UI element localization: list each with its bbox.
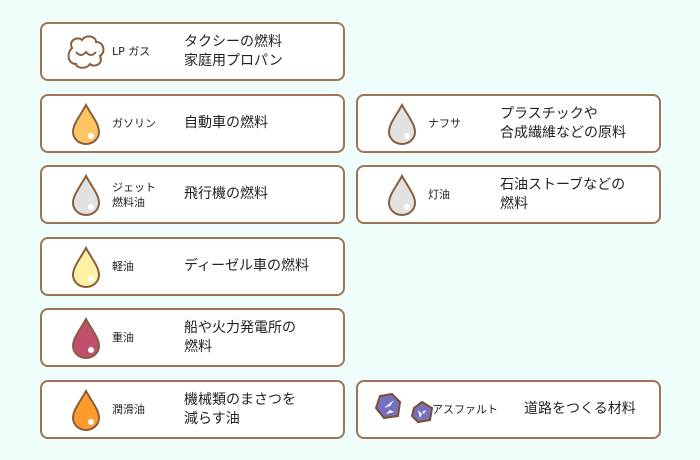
fuel-name: アスファルト [432, 403, 498, 416]
fuel-card: ジェット 燃料油 飛行機の燃料 [40, 165, 345, 224]
fuel-name: 灯油 [428, 188, 450, 201]
rock-icon [374, 388, 434, 432]
fuel-card: 灯油 石油ストーブなどの 燃料 [356, 165, 661, 224]
fuel-card: 潤滑油 機械類のまさつを 減らす油 [40, 380, 345, 439]
fuel-description: プラスチックや 合成繊維などの原料 [500, 105, 626, 141]
fuel-description: 道路をつくる材料 [524, 401, 636, 417]
fuel-name: 重油 [112, 331, 134, 344]
fuel-card: アスファルト 道路をつくる材料 [356, 380, 661, 439]
fuel-description: 自動車の燃料 [184, 115, 268, 131]
fuel-name: 軽油 [112, 260, 134, 273]
fuel-card: 軽油 ディーゼル車の燃料 [40, 237, 345, 296]
fuel-description: タクシーの燃料 家庭用プロパン [184, 33, 283, 69]
fuel-name: LP ガス [112, 45, 151, 58]
fuel-name: ジェット 燃料油 [112, 180, 156, 209]
fuel-description: ディーゼル車の燃料 [184, 258, 310, 274]
fuel-description: 飛行機の燃料 [184, 186, 268, 202]
drop-icon [64, 316, 108, 360]
drop-icon [64, 245, 108, 289]
fuel-card: ナフサ プラスチックや 合成繊維などの原料 [356, 94, 661, 153]
drop-icon [380, 173, 424, 217]
fuel-card: 重油 船や火力発電所の 燃料 [40, 308, 345, 367]
fuel-name: ナフサ [428, 117, 461, 130]
fuel-name: ガソリン [112, 117, 156, 130]
fuel-card: ガソリン 自動車の燃料 [40, 94, 345, 153]
drop-icon [64, 388, 108, 432]
drop-icon [380, 102, 424, 146]
fuel-description: 機械類のまさつを 減らす油 [184, 391, 296, 427]
fuel-description: 石油ストーブなどの 燃料 [500, 176, 626, 212]
fuel-description: 船や火力発電所の 燃料 [184, 319, 296, 355]
drop-icon [64, 102, 108, 146]
fuel-card: LP ガス タクシーの燃料 家庭用プロパン [40, 22, 345, 81]
fuel-name: 潤滑油 [112, 403, 145, 416]
cloud-icon [64, 30, 108, 74]
drop-icon [64, 173, 108, 217]
